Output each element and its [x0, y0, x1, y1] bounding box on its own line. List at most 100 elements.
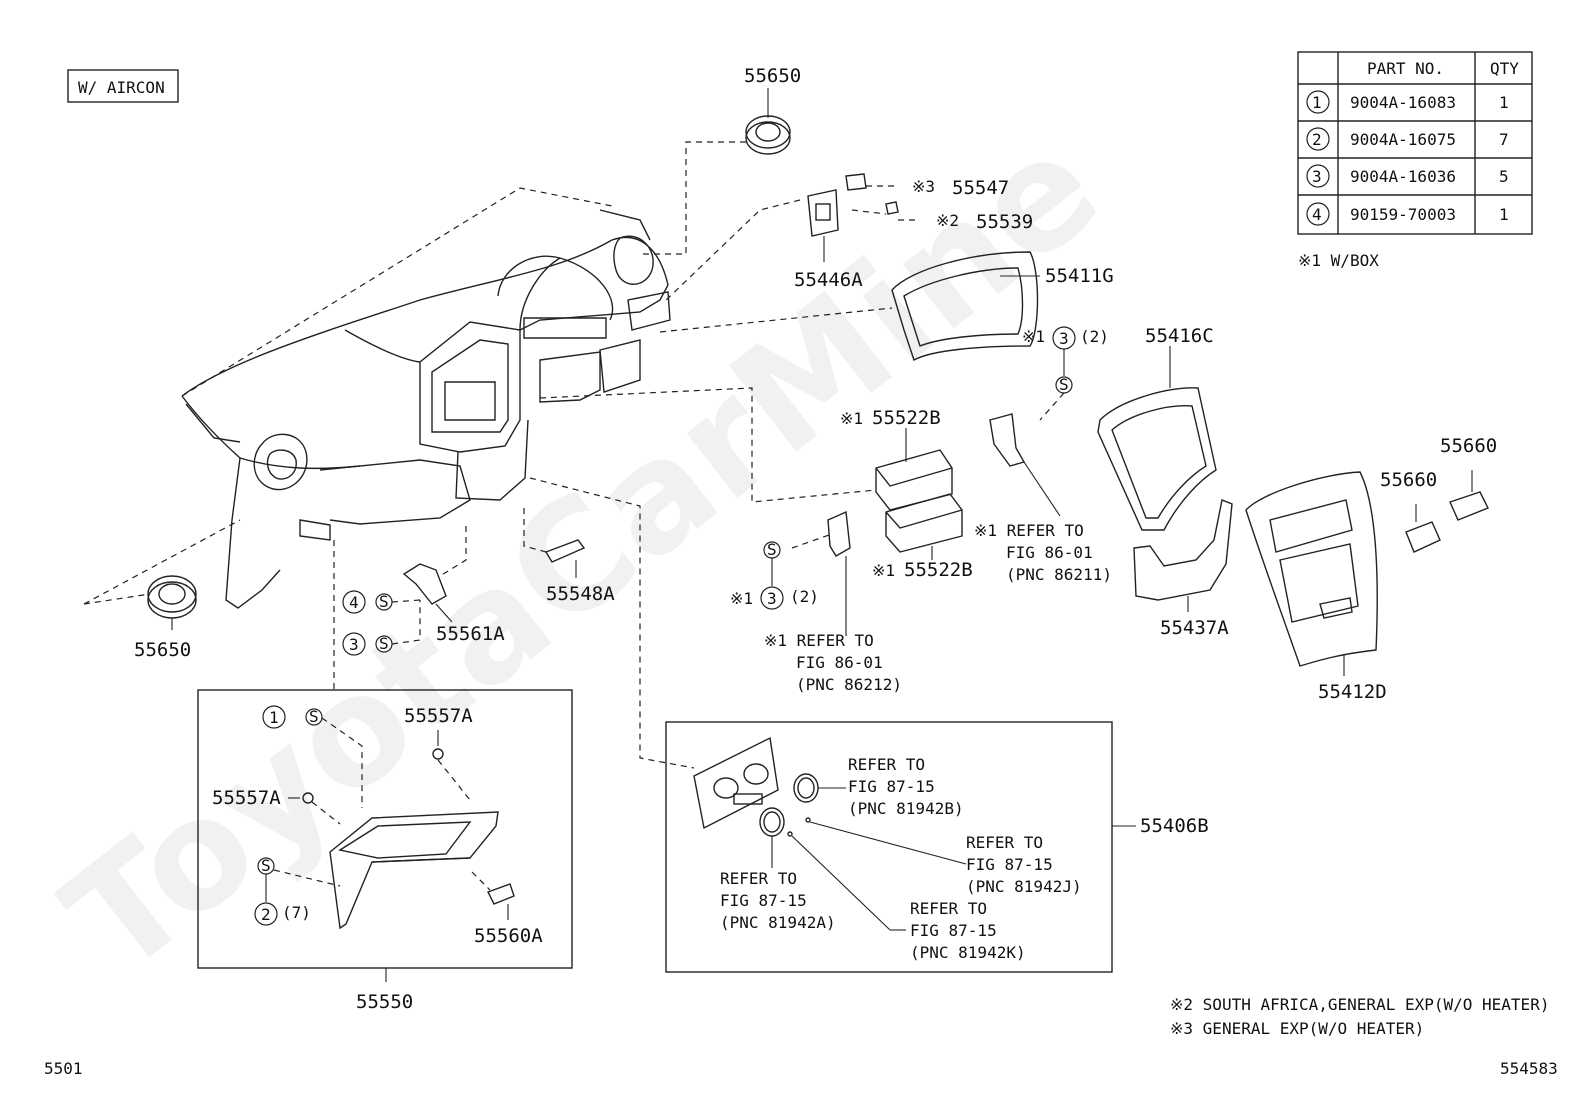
- part-55650-left: 55650: [83, 519, 241, 661]
- r81942K-line3: (PNC 81942K): [910, 943, 1026, 962]
- screw-label: S: [309, 707, 319, 726]
- label-bolt3a-qty: (2): [1080, 327, 1109, 346]
- label-55557A-left: 55557A: [212, 787, 281, 809]
- bolt-ref-3a: ※1 3 (2) S: [1022, 326, 1109, 421]
- group-55550: 55550 1 S 55557A 55557A S 2 (7) 55560A: [197, 689, 573, 1013]
- r81942B-line2: FIG 87-15: [848, 777, 935, 796]
- label-55522B-bot: 55522B: [904, 559, 973, 581]
- label-ref2: 2: [261, 905, 271, 924]
- table-part-no: 9004A-16083: [1350, 93, 1456, 112]
- table-note: ※1 W/BOX: [1298, 251, 1379, 270]
- screw-label: S: [1059, 375, 1069, 394]
- label-ref3: 3: [349, 635, 359, 654]
- ref86211-line2: FIG 86-01: [1006, 543, 1093, 562]
- label-ref4: 4: [349, 593, 359, 612]
- ref-circle-2-icon: [1306, 127, 1330, 151]
- label-bolt3b-qty: (2): [790, 587, 819, 606]
- part-55416C: 55416C: [1097, 325, 1217, 531]
- label-55547-mark: ※3: [912, 177, 935, 196]
- label-55446A: 55446A: [794, 269, 863, 291]
- screw-icon: [305, 708, 323, 726]
- footnote-3: ※3 GENERAL EXP(W/O HEATER): [1170, 1019, 1424, 1038]
- table-ref: 2: [1312, 130, 1322, 149]
- label-55560A: 55560A: [474, 925, 543, 947]
- bracket-86212: S ※1 3 (2) ※1 REFER TO FIG 86-01 (PNC 86…: [730, 510, 902, 694]
- parts-table: PART NO. QTY 1 9004A-16083 1 2 9004A-160…: [1297, 51, 1533, 270]
- r81942J-line1: REFER TO: [966, 833, 1043, 852]
- label-55650-top: 55650: [744, 65, 801, 87]
- table-part-no: 9004A-16075: [1350, 130, 1456, 149]
- part-55650-top: 55650: [640, 65, 801, 255]
- table-part-no: 9004A-16036: [1350, 167, 1456, 186]
- ref86211-line3: (PNC 86211): [1006, 565, 1112, 584]
- table-qty: 1: [1499, 205, 1509, 224]
- label-bolt3a-mark: ※1: [1022, 327, 1045, 346]
- label-55660-b: 55660: [1440, 435, 1497, 457]
- table-ref: 3: [1312, 167, 1322, 186]
- r81942K-line2: FIG 87-15: [910, 921, 997, 940]
- table-header-qty: QTY: [1490, 59, 1519, 78]
- table-part-no: 90159-70003: [1350, 205, 1456, 224]
- ref86211-line1: ※1 REFER TO: [974, 521, 1084, 540]
- label-55539-mark: ※2: [936, 211, 959, 230]
- ref-circle-3-icon: [1306, 164, 1330, 188]
- label-ref2-qty: (7): [282, 903, 311, 922]
- ref86212-line3: (PNC 86212): [796, 675, 902, 694]
- label-55561A: 55561A: [436, 623, 505, 645]
- label-55416C: 55416C: [1145, 325, 1214, 347]
- part-55561A: 55561A 4 S 3 S: [342, 526, 505, 656]
- dash-line: [529, 477, 695, 769]
- screw-label: S: [261, 856, 271, 875]
- part-55446A: 55446A ※3 55547 ※2 55539: [663, 173, 1033, 303]
- label-55650-left: 55650: [134, 639, 191, 661]
- label-55539: 55539: [976, 211, 1033, 233]
- part-55522B-bottom: ※1 55522B: [872, 493, 973, 581]
- label-55406B: 55406B: [1140, 815, 1209, 837]
- r81942B-line3: (PNC 81942B): [848, 799, 964, 818]
- label-55522B-top-mark: ※1: [840, 409, 863, 428]
- screw-label: S: [379, 634, 389, 653]
- label-55411G: 55411G: [1045, 265, 1114, 287]
- screw-label: S: [379, 592, 389, 611]
- table-qty: 1: [1499, 93, 1509, 112]
- label-55557A-top: 55557A: [404, 705, 473, 727]
- label-55550: 55550: [356, 991, 413, 1013]
- table-ref: 4: [1312, 205, 1322, 224]
- part-55412D: 55412D: [1245, 471, 1387, 703]
- part-55660-a: 55660: [1380, 469, 1441, 553]
- table-header-part-no: PART NO.: [1367, 59, 1444, 78]
- label-55522B-bot-mark: ※1: [872, 561, 895, 580]
- page-code-left: 5501: [44, 1059, 83, 1078]
- r81942A-line2: FIG 87-15: [720, 891, 807, 910]
- label-bolt3b-ref: 3: [767, 589, 777, 608]
- label-55412D: 55412D: [1318, 681, 1387, 703]
- label-55547: 55547: [952, 177, 1009, 199]
- label-ref1: 1: [269, 708, 279, 727]
- r81942K-line1: REFER TO: [910, 899, 987, 918]
- ref86212-line1: ※1 REFER TO: [764, 631, 874, 650]
- table-qty: 5: [1499, 167, 1509, 186]
- footnote-2: ※2 SOUTH AFRICA,GENERAL EXP(W/O HEATER): [1170, 995, 1549, 1014]
- r81942A-line1: REFER TO: [720, 869, 797, 888]
- part-55548A: 55548A: [523, 508, 615, 605]
- dash-line: [539, 387, 877, 503]
- label-55437A: 55437A: [1160, 617, 1229, 639]
- label-bolt3b-mark: ※1: [730, 589, 753, 608]
- table-qty: 7: [1499, 130, 1509, 149]
- label-55660-a: 55660: [1380, 469, 1437, 491]
- variant-box: W/ AIRCON: [67, 69, 179, 103]
- part-55437A: 55437A: [1133, 499, 1233, 639]
- group-55406B: 55406B REFER TO FIG 87-15 (PNC 81942B) R…: [665, 721, 1209, 973]
- label-55548A: 55548A: [546, 583, 615, 605]
- label-bolt3a-ref: 3: [1059, 329, 1069, 348]
- part-55411G: 55411G: [659, 251, 1114, 362]
- ref-circle-4-icon: [1306, 202, 1330, 226]
- r81942J-line2: FIG 87-15: [966, 855, 1053, 874]
- table-ref: 1: [1312, 93, 1322, 112]
- part-55660-b: 55660: [1440, 435, 1497, 521]
- dashboard-panel-drawing: [181, 187, 671, 609]
- ref-circle-1-icon: [1306, 90, 1330, 114]
- label-55522B-top: 55522B: [872, 407, 941, 429]
- ref86212-line2: FIG 86-01: [796, 653, 883, 672]
